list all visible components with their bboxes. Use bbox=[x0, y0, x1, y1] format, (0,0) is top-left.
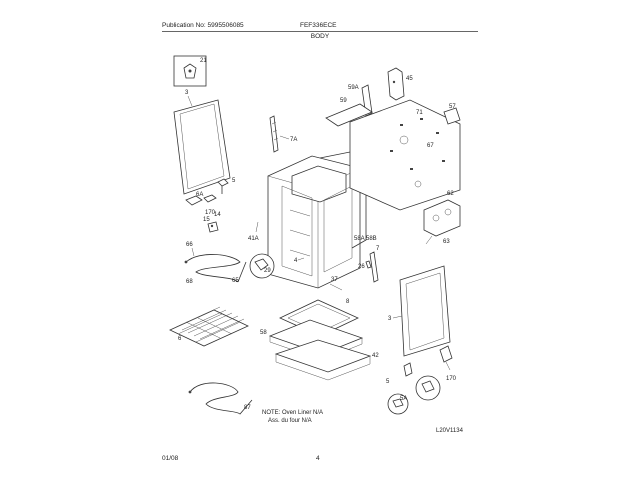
model-number: FEF336ECE bbox=[300, 22, 337, 29]
callout-58A: 58A bbox=[354, 236, 365, 242]
note-oven-liner: NOTE: Oven Liner N/A bbox=[262, 410, 323, 416]
callout-45: 45 bbox=[406, 76, 413, 82]
leader-7A bbox=[279, 135, 290, 140]
leader-4 bbox=[297, 257, 305, 261]
callout-66: 66 bbox=[186, 242, 193, 248]
callout-3-right: 3 bbox=[388, 316, 392, 322]
part-6A-hinge-receptacle bbox=[185, 194, 217, 206]
leader-66 bbox=[191, 247, 195, 257]
part-21-knob bbox=[173, 55, 207, 87]
part-59-shield bbox=[325, 103, 373, 127]
oven-body-frame bbox=[267, 155, 361, 289]
callout-87: 87 bbox=[244, 405, 251, 411]
callout-14: 14 bbox=[214, 212, 221, 218]
callout-5-left: 5 bbox=[232, 178, 236, 184]
callout-41A: 41A bbox=[248, 236, 259, 242]
part-7A-strip bbox=[269, 115, 279, 153]
part-42-drawer bbox=[274, 339, 372, 381]
callout-26: 26 bbox=[358, 264, 365, 270]
callout-5A: 5A bbox=[400, 396, 407, 402]
part-3-side-panel-left bbox=[173, 99, 231, 195]
callout-5-right: 5 bbox=[386, 379, 390, 385]
callout-71: 71 bbox=[416, 110, 423, 116]
callout-59: 59 bbox=[340, 98, 347, 104]
part-62-terminal-block bbox=[423, 199, 461, 245]
part-57-cover-plate bbox=[443, 107, 461, 125]
part-26-clip bbox=[365, 260, 372, 269]
callout-21: 21 bbox=[200, 58, 207, 64]
part-3-side-panel-right bbox=[399, 265, 451, 357]
leader-3-right bbox=[392, 315, 403, 319]
part-45-bracket bbox=[387, 67, 405, 101]
leader-37 bbox=[329, 283, 343, 291]
part-15-bracket bbox=[207, 221, 219, 233]
part-5A-hinge-circled bbox=[387, 375, 441, 415]
callout-6: 6 bbox=[178, 336, 182, 342]
section-title: BODY bbox=[310, 33, 330, 40]
part-6-oven-rack bbox=[169, 306, 249, 347]
callout-170-right: 170 bbox=[446, 376, 457, 382]
part-71-back-panel bbox=[349, 99, 461, 211]
note-ass-du-four: Ass. du four N/A bbox=[268, 418, 312, 424]
leader-41A bbox=[255, 221, 259, 233]
callout-37: 37 bbox=[331, 277, 338, 283]
callout-58: 58 bbox=[260, 330, 267, 336]
callout-170-left: 170 bbox=[205, 210, 216, 216]
publication-number: Publication No: 5995506085 bbox=[162, 22, 244, 29]
callout-42: 42 bbox=[372, 353, 379, 359]
part-29-detail bbox=[249, 253, 275, 279]
header-rule bbox=[162, 31, 478, 32]
callout-3-left: 3 bbox=[185, 90, 189, 96]
callout-8: 8 bbox=[346, 299, 350, 305]
leader-3-left bbox=[187, 95, 193, 107]
footer-date: 01/08 bbox=[162, 455, 179, 462]
callout-68: 68 bbox=[186, 279, 193, 285]
callout-15: 15 bbox=[203, 217, 210, 223]
callout-57: 57 bbox=[449, 104, 456, 110]
part-170-hinge-bracket bbox=[439, 345, 453, 371]
drawing-code: L20V1134 bbox=[436, 428, 464, 434]
callout-7A: 7A bbox=[290, 137, 297, 143]
part-5-hinge-screw bbox=[217, 178, 229, 194]
callout-62: 62 bbox=[447, 191, 454, 197]
part-87-broil-element bbox=[188, 382, 253, 415]
callout-6A: 6A bbox=[196, 192, 203, 198]
callout-63: 63 bbox=[443, 239, 450, 245]
part-7-right-strip bbox=[369, 251, 379, 283]
callout-4: 4 bbox=[294, 258, 298, 264]
part-5-hinge-right bbox=[403, 362, 413, 377]
callout-67: 67 bbox=[427, 143, 434, 149]
callout-65: 65 bbox=[232, 278, 239, 284]
callout-58B: 58B bbox=[366, 236, 377, 242]
callout-59A: 59A bbox=[348, 85, 359, 91]
footer-page-number: 4 bbox=[316, 455, 320, 462]
part-66-bake-element bbox=[184, 254, 247, 283]
callout-7: 7 bbox=[376, 246, 380, 252]
callout-29: 29 bbox=[264, 268, 271, 274]
